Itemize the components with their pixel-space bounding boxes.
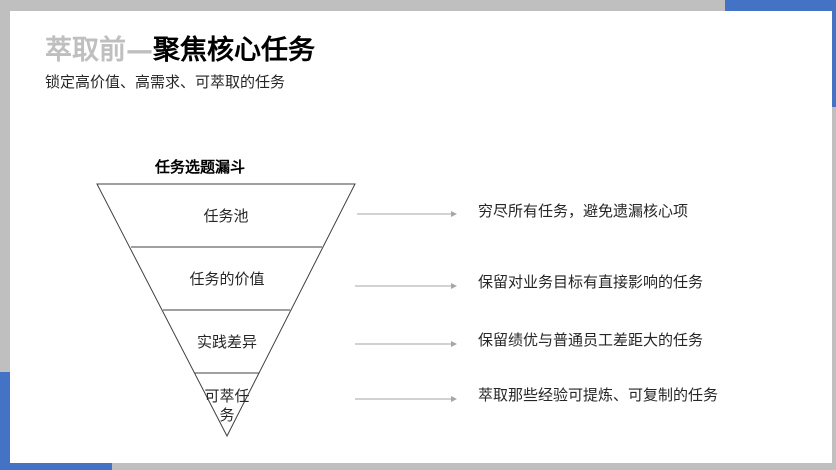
title-prefix: 萃取前—	[45, 35, 153, 66]
stage-label-3: 实践差异	[196, 333, 257, 351]
funnel-title: 任务选题漏斗	[155, 158, 246, 176]
bottom-left-accent-bar	[0, 463, 112, 470]
title-main: 聚焦核心任务	[153, 35, 315, 66]
stage-description-4: 萃取那些经验可提炼、可复制的任务	[478, 386, 719, 404]
stage-label-1: 任务池	[203, 207, 249, 225]
page-title: 萃取前—聚焦核心任务	[45, 34, 315, 68]
stage-label-2: 任务的价值	[189, 270, 265, 288]
stage-label-4-line2: 务	[219, 406, 235, 424]
page-subtitle: 锁定高价值、高需求、可萃取的任务	[45, 73, 286, 91]
stage-description-2: 保留对业务目标有直接影响的任务	[478, 273, 704, 291]
top-right-accent-bar	[725, 0, 836, 11]
left-accent-strip	[0, 372, 10, 470]
right-accent-strip	[832, 0, 836, 107]
stage-description-1: 穷尽所有任务，避免遗漏核心项	[478, 202, 689, 220]
stage-label-4-line1: 可萃任	[204, 387, 250, 405]
stage-description-3: 保留绩优与普通员工差距大的任务	[478, 331, 704, 349]
